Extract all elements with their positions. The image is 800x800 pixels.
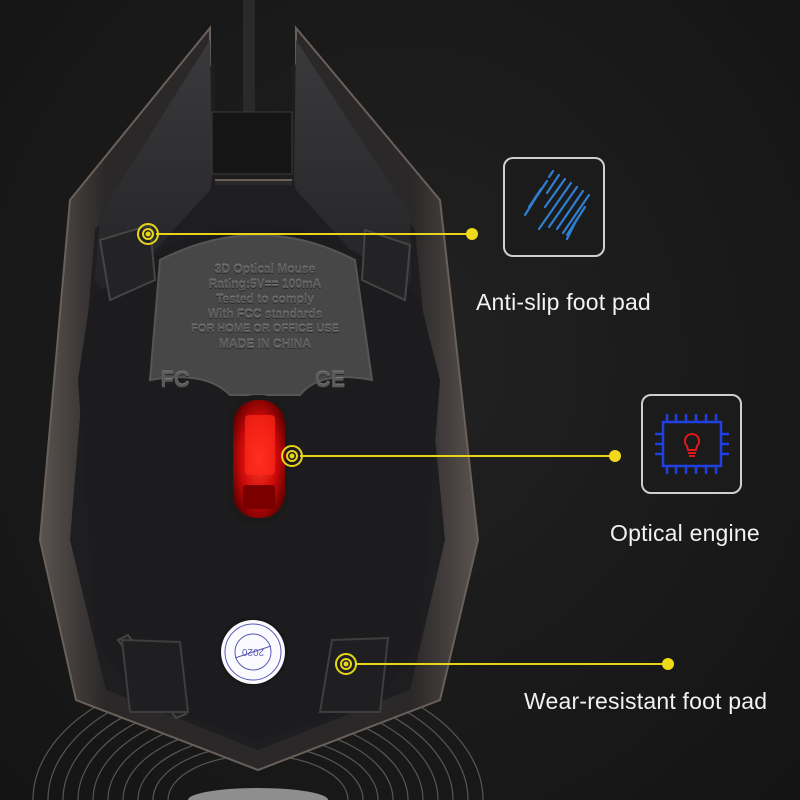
callout-lines — [156, 233, 668, 665]
diamond-texture-icon — [523, 169, 591, 241]
label-line: Rating:5V== 100mA — [208, 277, 322, 291]
callout-target-optical — [281, 445, 303, 467]
optical-engine-label: Optical engine — [610, 520, 760, 546]
fcc-mark: FC — [160, 367, 190, 392]
cable — [243, 0, 255, 120]
callout-target-anti-slip — [137, 223, 159, 245]
anti-slip-label: Anti-slip foot pad — [476, 289, 651, 315]
anti-slip-icon-box — [503, 157, 605, 257]
chip-lightbulb-icon — [655, 414, 729, 474]
label-line: With FCC standards — [207, 307, 323, 321]
label-line: MADE IN CHINA — [219, 337, 311, 351]
label-line: FOR HOME OR OFFICE USE — [191, 323, 339, 335]
sticker-year: 2020 — [241, 646, 265, 657]
ce-mark: CE — [314, 367, 346, 392]
label-line: Tested to comply — [216, 292, 314, 306]
callout-target-wear — [335, 653, 357, 675]
qc-date-sticker: 2020 — [221, 620, 285, 684]
wear-resistant-label: Wear-resistant foot pad — [524, 688, 768, 714]
label-line: 3D Optical Mouse — [214, 262, 316, 276]
optical-engine-icon-box — [641, 394, 742, 494]
bottom-label-text: 3D Optical Mouse Rating:5V== 100mA Teste… — [170, 262, 360, 352]
